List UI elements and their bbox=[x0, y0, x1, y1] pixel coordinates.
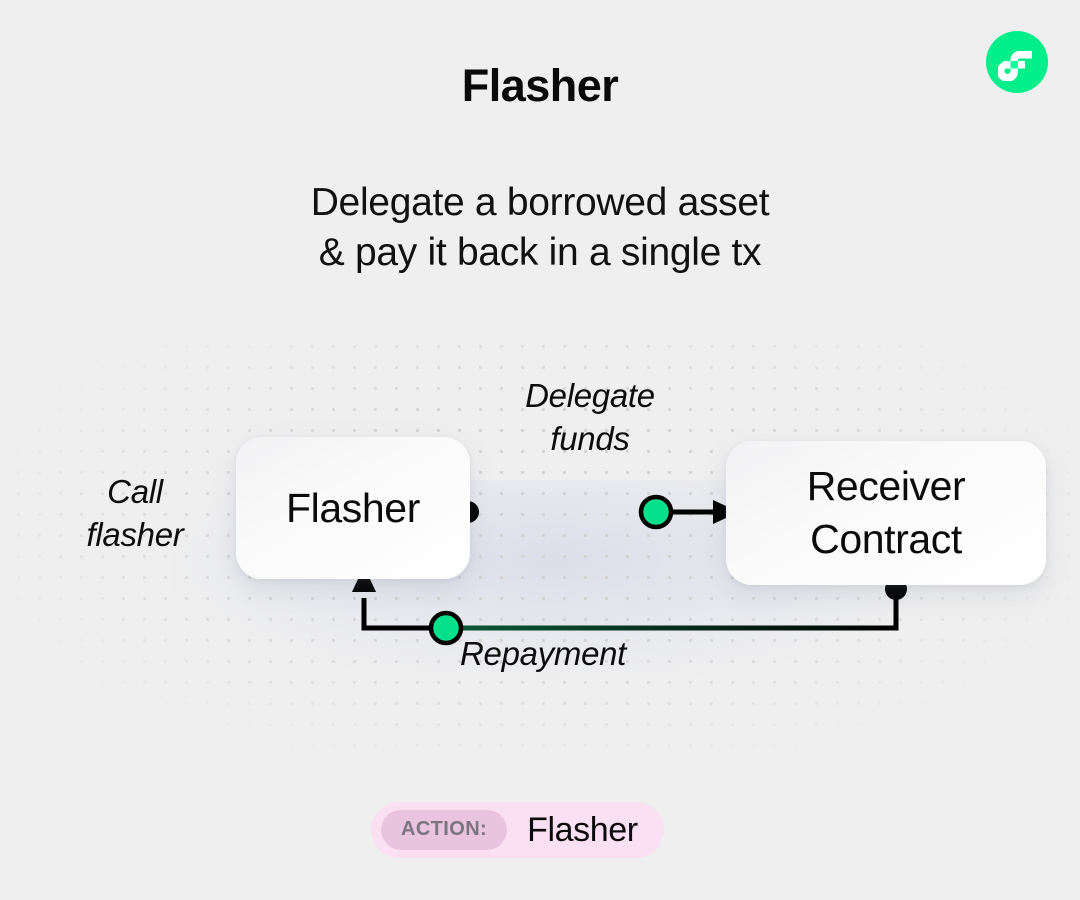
edge-repayment-accent-node bbox=[428, 610, 464, 646]
edge-repayment-line-right bbox=[446, 589, 899, 631]
subtitle-line-2: & pay it back in a single tx bbox=[318, 231, 762, 274]
edge-delegate-accent-node bbox=[638, 494, 674, 530]
node-card-receiver-contract-label: Receiver Contract bbox=[806, 463, 966, 562]
action-badge: ACTION: Flasher bbox=[371, 802, 664, 858]
node-card-flasher-label: Flasher bbox=[286, 484, 420, 531]
node-card-receiver-contract[interactable]: Receiver Contract bbox=[726, 441, 1046, 585]
edge-label-call-flasher: Call flasher bbox=[86, 473, 184, 553]
subtitle-line-1: Delegate a borrowed asset bbox=[310, 181, 770, 224]
page-title: Flasher bbox=[461, 60, 619, 111]
edge-repayment-arrowhead bbox=[352, 566, 376, 592]
edge-label-delegate-funds: Delegate funds bbox=[525, 377, 655, 457]
edge-label-repayment: Repayment bbox=[460, 635, 627, 672]
action-badge-value: Flasher bbox=[527, 810, 638, 849]
flow-logo-icon bbox=[986, 31, 1048, 93]
action-badge-key: ACTION: bbox=[381, 810, 508, 850]
page-subtitle: Delegate a borrowed asset & pay it back … bbox=[0, 178, 1080, 278]
diagram-stage: Call flasher Delegate funds Repayment Fl… bbox=[0, 330, 1080, 760]
node-card-flasher[interactable]: Flasher bbox=[236, 437, 470, 579]
edge-repayment-line-left bbox=[361, 598, 446, 631]
